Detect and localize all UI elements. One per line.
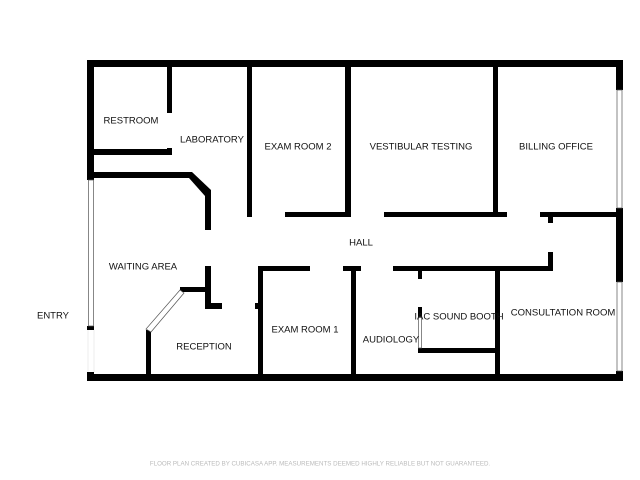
wall [493, 60, 498, 217]
wall [205, 190, 211, 230]
wall [247, 60, 252, 217]
wall-bottom [88, 374, 623, 381]
window [418, 316, 422, 349]
wall [548, 252, 553, 271]
wall [418, 348, 500, 353]
room-label-consultation-room: CONSULTATION ROOM [510, 307, 616, 319]
wall [258, 266, 310, 271]
room-label-exam-room-2: EXAM ROOM 2 [264, 141, 332, 153]
wall [495, 266, 500, 375]
wall-right-bottom [616, 371, 623, 381]
room-label-billing-office: BILLING OFFICE [519, 141, 593, 153]
windows [88, 89, 623, 372]
wall [540, 212, 617, 217]
wall [167, 60, 172, 113]
window [616, 89, 623, 209]
wall [345, 60, 351, 217]
wall [255, 303, 259, 309]
window [616, 281, 623, 372]
room-label-laboratory: LABORATORY [180, 134, 244, 146]
wall [94, 149, 172, 155]
wall-top [88, 60, 623, 67]
door-openings [87, 330, 95, 372]
window [88, 179, 94, 327]
room-label-entry: ENTRY [36, 310, 70, 322]
wall [94, 172, 192, 178]
room-label-sound-booth: IAC SOUND BOOTH [414, 311, 504, 323]
room-label-audiology: AUDIOLOGY [362, 334, 420, 346]
wall [351, 266, 356, 375]
wall-left-upper [87, 60, 94, 180]
wall [393, 266, 553, 271]
room-label-hall: HALL [349, 237, 373, 249]
wall [418, 266, 422, 279]
room-label-waiting-area: WAITING AREA [108, 261, 178, 273]
wall-right-top [616, 60, 623, 90]
walls [87, 60, 623, 381]
wall [384, 212, 507, 217]
wall-right-mid [616, 208, 623, 282]
wall [285, 212, 350, 217]
room-label-reception: RECEPTION [176, 341, 232, 353]
room-label-vestibular-testing: VESTIBULAR TESTING [369, 141, 473, 153]
wall [146, 330, 151, 375]
wall [205, 303, 222, 309]
wall [548, 212, 553, 223]
wall-left-bottom [87, 372, 94, 381]
wall [180, 287, 211, 292]
room-label-restroom: RESTROOM [103, 115, 159, 127]
wall [258, 266, 263, 375]
wall [418, 307, 422, 317]
window [145, 289, 185, 333]
wall-left-lower [87, 326, 94, 330]
room-label-exam-room-1: EXAM ROOM 1 [271, 324, 339, 336]
footer-disclaimer: FLOOR PLAN CREATED BY CUBICASA APP. MEAS… [149, 460, 491, 468]
